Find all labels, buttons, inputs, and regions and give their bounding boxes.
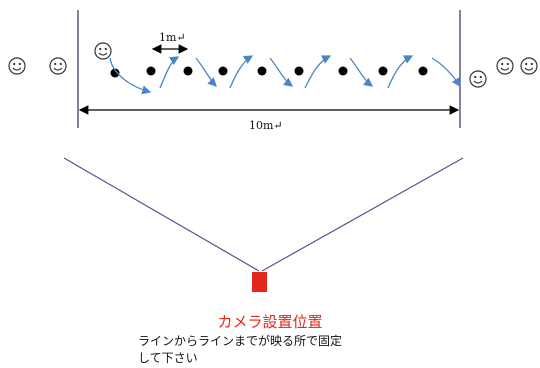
camera-note-line1: ラインからラインまでが映る所で固定 (138, 334, 343, 348)
weave-arrow (431, 57, 461, 88)
width-label: 10m↵ (249, 119, 283, 132)
weave-arrow (304, 55, 332, 89)
weave-arrow (349, 57, 374, 87)
smiley-face-icon (520, 57, 538, 75)
weave-arrow (387, 55, 414, 89)
cone-marker-icon (378, 66, 388, 76)
weave-arrow (109, 57, 152, 95)
spacing-label: 1m↵ (159, 31, 186, 44)
camera-position-note: ラインからラインまでが映る所で固定 して下さい (138, 333, 398, 367)
smiley-face-icon (49, 57, 67, 75)
cone-marker-icon (110, 68, 120, 78)
camera-view-line-right (261, 157, 464, 272)
camera-marker-icon (252, 272, 267, 292)
cone-marker-icon (218, 66, 228, 76)
cone-marker-icon (338, 66, 348, 76)
weave-path-arrows (109, 55, 461, 95)
cone-marker-icon (183, 66, 193, 76)
cone-markers (110, 66, 428, 78)
weave-arrow (229, 55, 254, 89)
smiley-face-icon (8, 57, 26, 75)
weave-arrow (159, 56, 180, 89)
weave-arrow (195, 57, 217, 87)
camera-note-line2: して下さい (138, 351, 198, 365)
cone-marker-icon (294, 66, 304, 76)
smiley-face-icon (469, 70, 487, 88)
smiley-face-icon (94, 42, 112, 60)
cone-marker-icon (418, 66, 428, 76)
smiley-face-icon (496, 57, 514, 75)
weave-arrow (269, 57, 294, 87)
cone-marker-icon (146, 66, 156, 76)
camera-view-line-left (63, 157, 260, 272)
camera-position-title: カメラ設置位置 (217, 313, 323, 331)
cone-marker-icon (257, 66, 267, 76)
